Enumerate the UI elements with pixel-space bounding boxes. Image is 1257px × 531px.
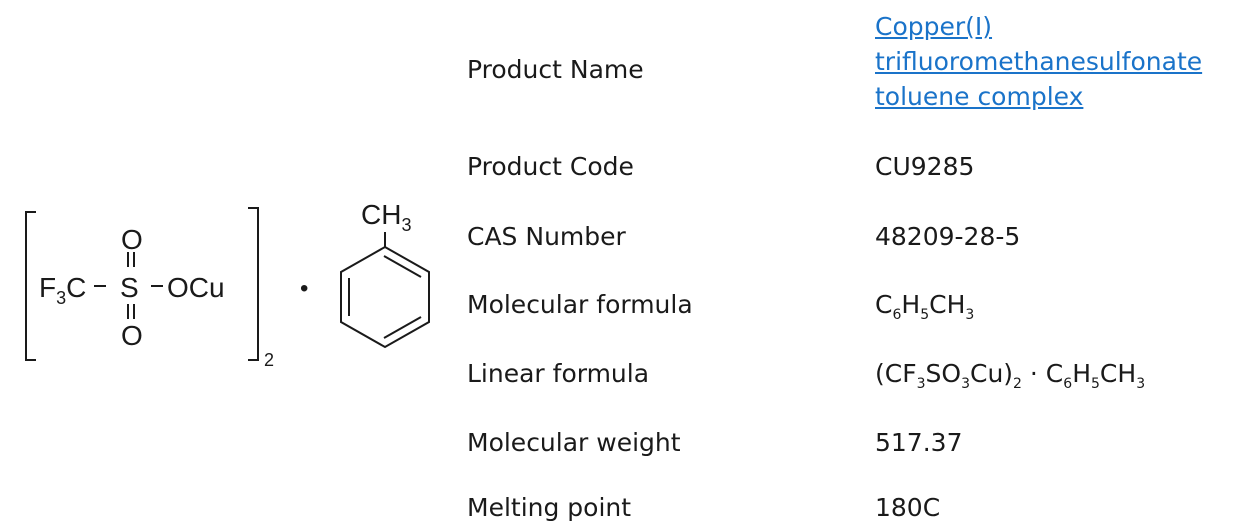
product-name-label: Product Name (467, 55, 644, 84)
melting-point-value: 180C (875, 493, 941, 522)
cas-number-value: 48209-28-5 (875, 222, 1021, 251)
molecular-formula-label: Molecular formula (467, 290, 693, 319)
linear-formula-label: Linear formula (467, 359, 650, 388)
bracket-count: 2 (264, 350, 274, 370)
product-code-label: Product Code (467, 152, 634, 181)
oxygen-bottom-label: O (121, 320, 143, 351)
product-name-line-2: trifluoromethanesulfonate (875, 47, 1203, 76)
molecular-weight-value: 517.37 (875, 428, 963, 457)
ocu-label: OCu (167, 272, 225, 303)
chemical-structure: F3C S OCu O O 2 • CH3 (0, 0, 450, 531)
benzene-ring (340, 245, 430, 349)
molecular-weight-label: Molecular weight (467, 428, 681, 457)
benzene-inner-bond-3 (383, 316, 422, 339)
linear-formula-value: (CF3SO3Cu)2 · C6H5CH3 (875, 359, 1146, 392)
cas-number-label: CAS Number (467, 222, 626, 251)
product-name-link[interactable]: Copper(I) trifluoromethanesulfonate tolu… (875, 9, 1235, 114)
right-bracket (248, 207, 259, 361)
cf3-label: F3C (39, 272, 86, 308)
product-code-value: CU9285 (875, 152, 975, 181)
melting-point-label: Melting point (467, 493, 632, 522)
left-bracket (25, 211, 36, 361)
oxygen-top-label: O (121, 224, 143, 255)
structure-diagram: F3C S OCu O O 2 • CH3 (25, 199, 430, 370)
molecular-formula-value: C6H5CH3 (875, 290, 975, 323)
product-name-line-1: Copper(I) (875, 12, 993, 41)
sulfur-label: S (120, 272, 139, 303)
benzene-inner-bond-1 (383, 255, 422, 278)
adduct-dot: • (300, 275, 308, 302)
methyl-label: CH3 (361, 199, 411, 235)
product-name-line-3: toluene complex (875, 82, 1084, 111)
